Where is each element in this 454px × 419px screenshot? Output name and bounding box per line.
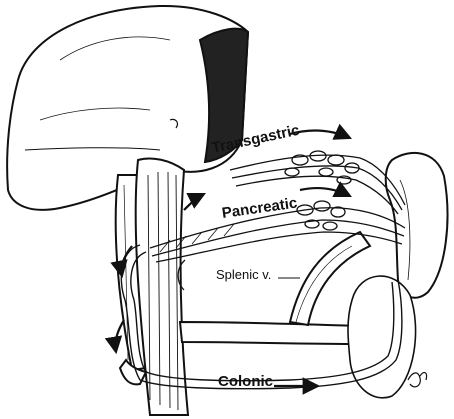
flow-arrow-icon — [184, 194, 204, 210]
flow-arrow-icon — [300, 188, 350, 196]
spleen — [386, 153, 448, 298]
splenic-vein — [180, 232, 370, 344]
signature-mark — [408, 373, 427, 387]
flow-arrow-icon — [115, 320, 124, 352]
label-colonic: Colonic — [218, 374, 273, 389]
label-splenic-vein: Splenic v. — [216, 268, 271, 281]
